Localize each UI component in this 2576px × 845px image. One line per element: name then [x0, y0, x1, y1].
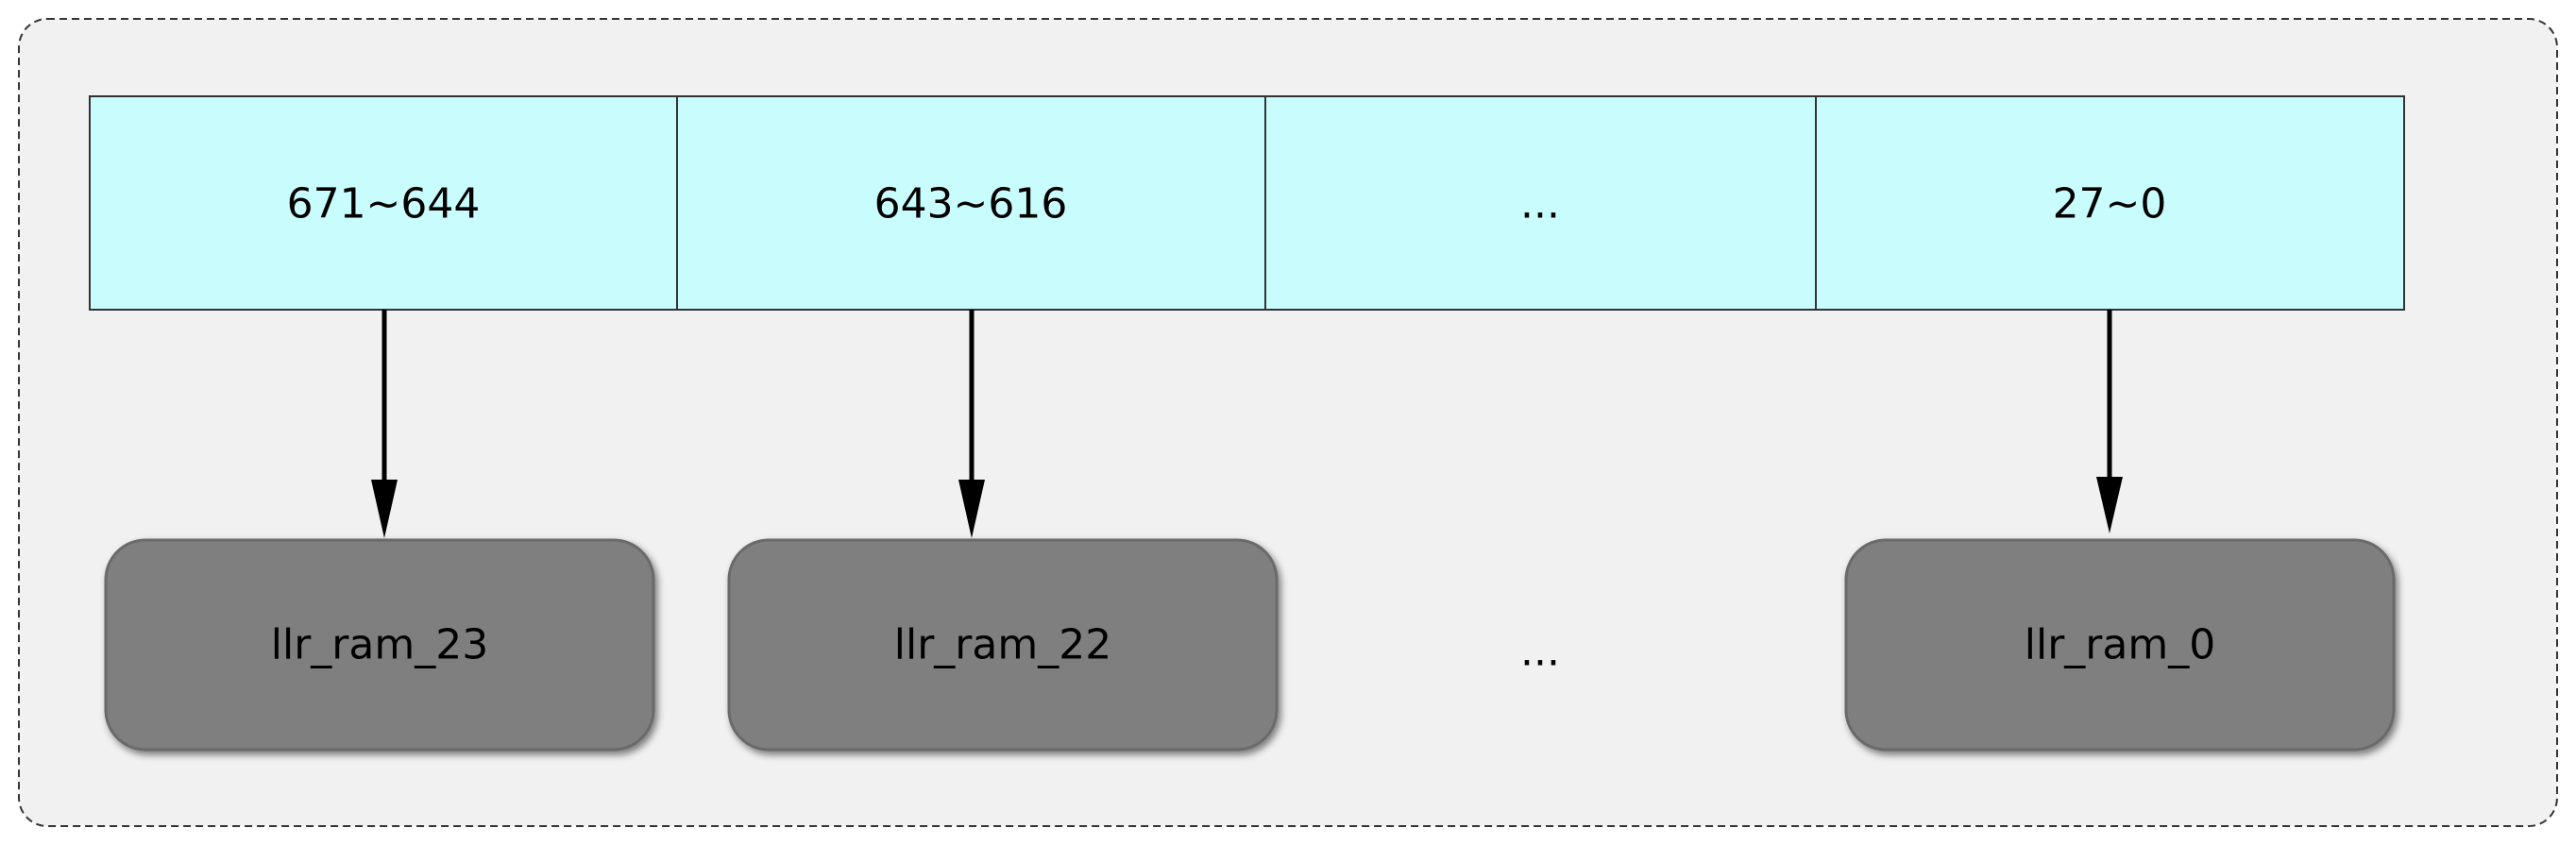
register-cell-ellipsis	[1264, 95, 1817, 311]
ram-block-llr-ram-22	[727, 538, 1279, 752]
ram-block-label: llr_ram_23	[271, 621, 488, 669]
register-cell-label: ...	[1520, 180, 1560, 228]
register-cell-label: 671~644	[287, 180, 481, 228]
ram-block-label: llr_ram_0	[2025, 621, 2215, 669]
ram-block-label: llr_ram_22	[894, 621, 1111, 669]
register-cell-label: 643~616	[874, 180, 1068, 228]
arrowhead-to-llr-ram-22	[958, 480, 985, 538]
register-cell-27-0	[1815, 95, 2405, 311]
register-cell-label: 27~0	[2053, 180, 2167, 228]
register-bar: 671~644 643~616 ... 27~0	[89, 95, 2405, 311]
arrowhead-to-llr-ram-0	[2096, 477, 2123, 533]
ram-blocks: llr_ram_23 llr_ram_22 ... llr_ram_0	[104, 538, 2396, 752]
arrows	[371, 310, 2123, 538]
ram-ellipsis: ...	[1520, 628, 1560, 676]
ram-block-llr-ram-0	[1844, 538, 2396, 752]
ram-block-llr-ram-23	[104, 538, 655, 752]
arrowhead-to-llr-ram-23	[371, 480, 398, 538]
register-cell-671-644	[89, 95, 678, 311]
